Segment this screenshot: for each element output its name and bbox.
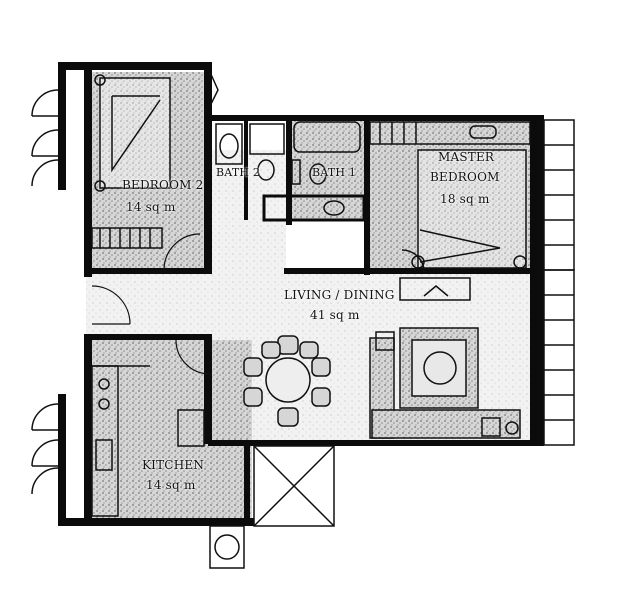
bedroom2-furniture [91,71,219,249]
master-name-line1: MASTER [438,150,495,164]
living-area: 41 sq m [310,308,360,322]
bedroom2-area: 14 sq m [126,200,176,214]
master-area: 18 sq m [440,192,490,206]
master-name-line2: BEDROOM [430,170,500,184]
living-furniture [369,277,521,439]
bath-fixtures [215,121,361,216]
kitchen-area: 14 sq m [146,478,196,492]
door-swings [91,233,211,375]
kitchen-name: KITCHEN [142,458,205,472]
dining-table [243,335,331,427]
bedroom2-name: BEDROOM 2 [122,178,204,192]
master-bed [369,121,531,273]
kitchen-fixtures [91,365,205,517]
bath1-name: BATH 1 [312,166,357,179]
bath2-name: BATH 2 [216,166,261,179]
balcony [209,445,335,569]
windows [31,89,575,495]
living-name: LIVING / DINING [284,288,395,302]
walls [58,62,544,526]
